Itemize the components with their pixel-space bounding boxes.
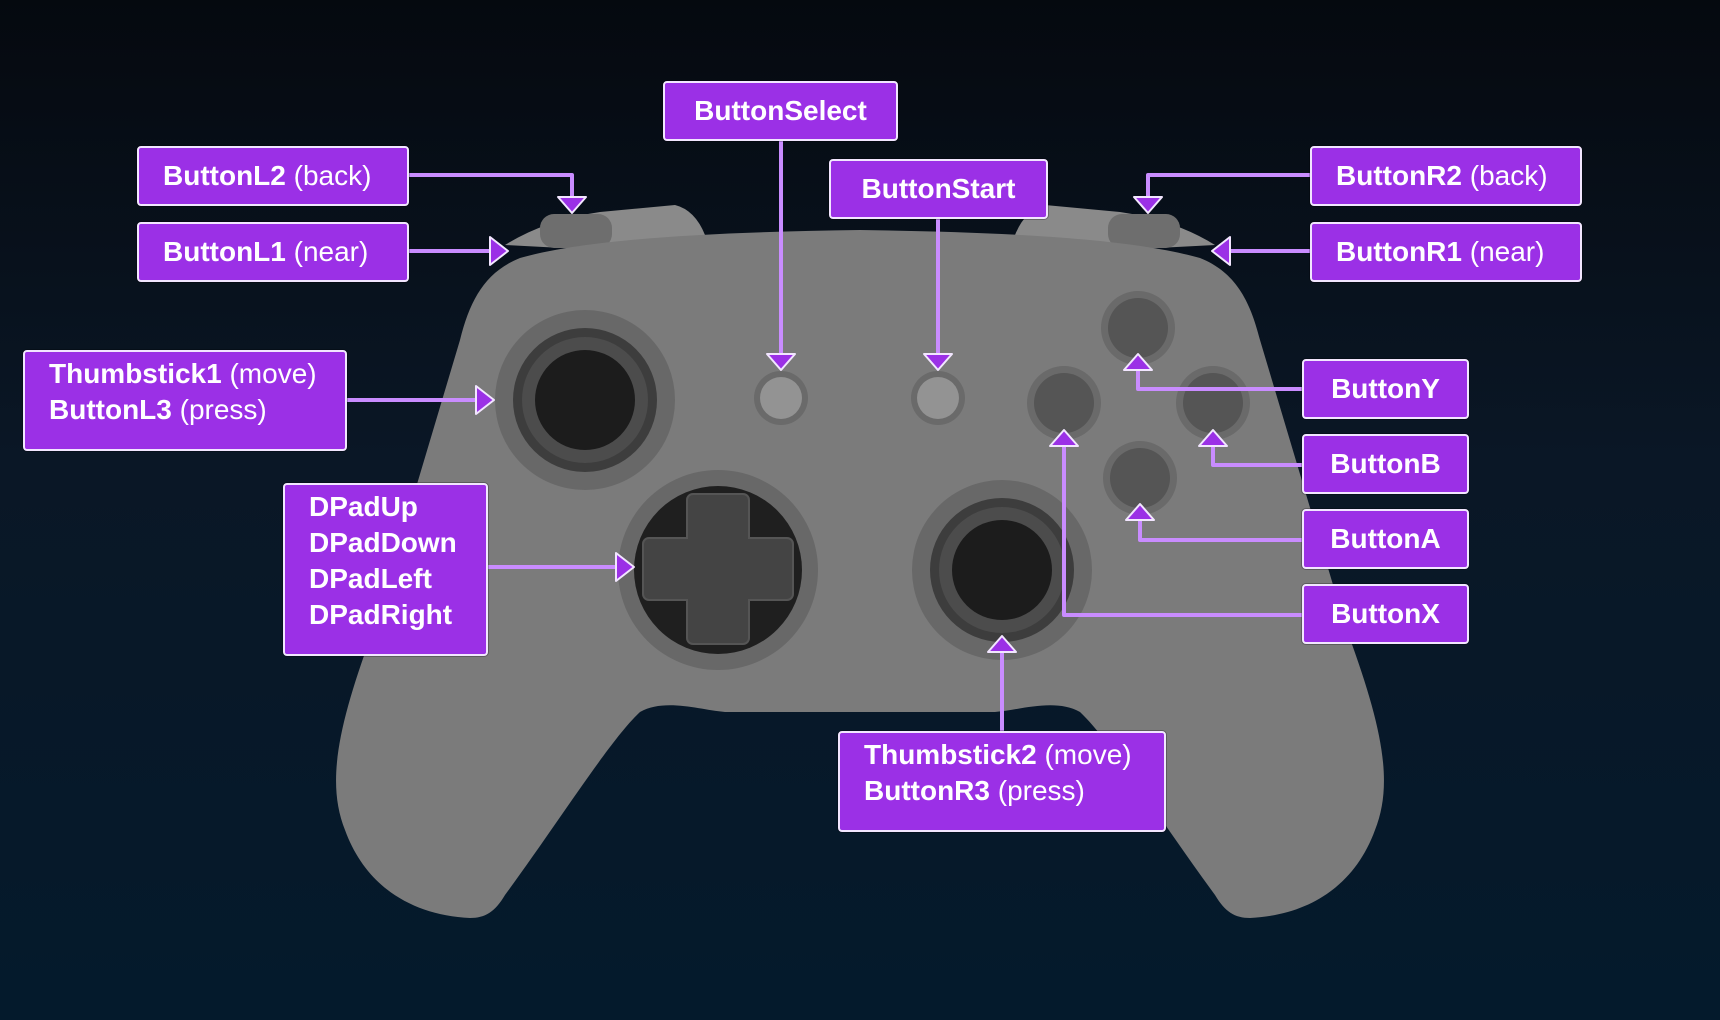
label-button-x: ButtonX <box>1302 584 1469 644</box>
select-button-cap <box>760 377 802 419</box>
label-button-l3-name: ButtonL3 <box>49 394 172 425</box>
label-button-y: ButtonY <box>1302 359 1469 419</box>
label-thumbstick1-name: Thumbstick1 <box>49 358 222 389</box>
label-button-x-name: ButtonX <box>1331 598 1440 629</box>
label-button-l1-name: ButtonL1 <box>163 236 286 267</box>
label-button-r2: ButtonR2 (back) <box>1310 146 1582 206</box>
label-dpad: DPadUp DPadDown DPadLeft DPadRight <box>283 483 488 656</box>
arrow-button-x <box>1049 429 1079 447</box>
label-button-l3-note: (press) <box>179 394 267 425</box>
arrow-button-select <box>766 353 796 371</box>
arrow-thumbstick2 <box>987 635 1017 653</box>
label-button-l1: ButtonL1 (near) <box>137 222 409 282</box>
arrow-thumbstick1 <box>475 385 495 415</box>
connector-button-x <box>1062 436 1305 617</box>
face-button-b <box>1183 373 1243 433</box>
label-dpad-up: DPadUp <box>309 491 418 522</box>
arrow-button-start <box>923 353 953 371</box>
start-button-cap <box>917 377 959 419</box>
label-button-r1: ButtonR1 (near) <box>1310 222 1582 282</box>
label-button-r3-name: ButtonR3 <box>864 775 990 806</box>
label-thumbstick1: Thumbstick1 (move) ButtonL3 (press) <box>23 350 347 451</box>
face-button-x <box>1034 373 1094 433</box>
label-button-r1-name: ButtonR1 <box>1336 236 1462 267</box>
arrow-button-l1 <box>489 236 509 266</box>
label-button-select: ButtonSelect <box>663 81 898 141</box>
label-button-r2-note: (back) <box>1469 160 1548 191</box>
connector-button-r2 <box>1146 173 1314 207</box>
left-trigger <box>540 214 612 248</box>
label-dpad-left: DPadLeft <box>309 563 432 594</box>
label-button-r1-note: (near) <box>1469 236 1545 267</box>
label-thumbstick1-note: (move) <box>229 358 317 389</box>
label-dpad-down: DPadDown <box>309 527 457 558</box>
label-button-l1-note: (near) <box>293 236 369 267</box>
arrow-button-r1 <box>1211 236 1231 266</box>
arrow-dpad <box>615 552 635 582</box>
connector-button-l2 <box>406 173 574 207</box>
label-button-r3-note: (press) <box>997 775 1085 806</box>
label-button-b-name: ButtonB <box>1330 448 1441 479</box>
label-button-b: ButtonB <box>1302 434 1469 494</box>
arrow-button-a <box>1125 503 1155 521</box>
label-button-l2: ButtonL2 (back) <box>137 146 409 206</box>
label-thumbstick2-name: Thumbstick2 <box>864 739 1037 770</box>
right-stick-cap <box>952 520 1052 620</box>
label-button-l2-name: ButtonL2 <box>163 160 286 191</box>
label-button-a-name: ButtonA <box>1330 523 1441 554</box>
arrow-button-r2 <box>1133 196 1163 214</box>
face-button-y <box>1108 298 1168 358</box>
label-thumbstick2: Thumbstick2 (move) ButtonR3 (press) <box>838 731 1166 832</box>
right-trigger <box>1108 214 1180 248</box>
label-thumbstick2-note: (move) <box>1044 739 1132 770</box>
arrow-button-l2 <box>557 196 587 214</box>
label-button-y-name: ButtonY <box>1331 373 1440 404</box>
face-button-a <box>1110 448 1170 508</box>
label-button-r2-name: ButtonR2 <box>1336 160 1462 191</box>
label-button-l2-note: (back) <box>293 160 372 191</box>
label-button-select-name: ButtonSelect <box>694 95 867 126</box>
arrow-button-b <box>1198 429 1228 447</box>
dpad-cross <box>642 493 794 645</box>
arrow-button-y <box>1123 353 1153 371</box>
label-button-start: ButtonStart <box>829 159 1048 219</box>
left-stick-cap <box>535 350 635 450</box>
connector-button-a <box>1138 510 1305 542</box>
label-button-start-name: ButtonStart <box>861 173 1016 204</box>
label-button-a: ButtonA <box>1302 509 1469 569</box>
label-dpad-right: DPadRight <box>309 599 453 630</box>
